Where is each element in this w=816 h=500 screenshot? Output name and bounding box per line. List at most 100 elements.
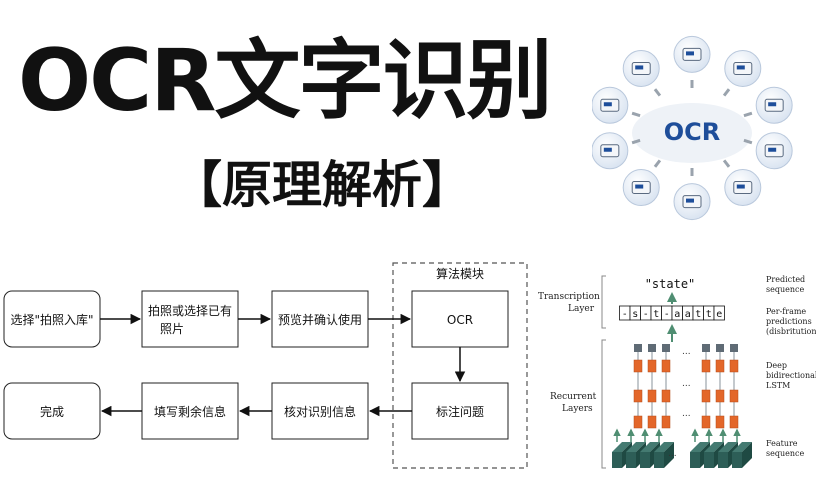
node-photo-label-2: 照片 [160,322,184,336]
node-done-label: 完成 [40,404,64,419]
fax-icon [592,132,629,170]
node-fill-box [141,382,239,440]
algorithm-module-label: 算法模块 [436,266,484,281]
lstm-cell [729,389,739,403]
document-scanner-icon [755,132,793,170]
sequence-char: - [622,309,628,320]
crnn-architecture-diagram: Transcription Layer Recurrent Layers "st… [538,275,816,469]
lstm-cell [633,415,643,429]
keyboard-icon [724,169,762,207]
page-subtitle: 【原理解析】 [172,156,472,214]
wheel-arrow [743,138,753,145]
annotation-lstm-3: LSTM [766,381,790,390]
node-preview-label: 预览并确认使用 [278,312,362,327]
sequence-char: t [653,309,659,320]
algorithm-module-frame [392,262,528,469]
node-annotate-label: 标注问题 [436,404,484,419]
lstm-cell [633,389,643,403]
node-fill-label: 填写剩余信息 [154,404,226,419]
display-icon [622,49,660,87]
lstm-ellipsis-top: ... [682,347,691,357]
transcription-layer-label-2: Layer [568,304,595,314]
lstm-cell [661,389,671,403]
scanner-icon [673,35,711,73]
node-ocr-label: OCR [447,313,473,327]
wheel-arrow [743,111,753,118]
node-annotate-box [411,382,509,440]
sequence-char: a [685,309,691,320]
feature-block [732,428,752,468]
annotation-feature-2: sequence [766,449,804,458]
lstm-column [647,344,657,429]
sequence-char: - [643,309,649,320]
feature-ellipsis: ... [668,449,677,459]
transcription-bracket [601,275,606,329]
node-verify-label: 核对识别信息 [284,404,356,419]
annotation-predicted-2: sequence [766,285,804,294]
receipt-printer-icon [592,86,629,124]
recurrent-layers-label-1: Recurrent [550,392,597,402]
page-title: OCR文字识别 [18,31,552,131]
lstm-cell [715,389,725,403]
recurrent-bracket [601,339,606,469]
lstm-cell [633,359,643,373]
transcription-layer-label-1: Transcription [538,292,600,302]
annotation-perframe-2: predictions [766,317,812,326]
sequence-char: a [674,309,680,320]
sequence-char: - [664,309,670,320]
wheel-arrow [722,88,731,97]
node-photo-box [141,290,239,348]
node-verify-box [271,382,369,440]
lstm-cell [715,415,725,429]
node-select-label: 选择"拍照入库" [10,312,93,327]
lstm-cell [661,415,671,429]
node-ocr-box [411,290,509,348]
sequence-char: s [632,309,638,320]
ocr-center-shadow [632,103,752,163]
lstm-cell [647,359,657,373]
annotation-feature-1: Feature [766,439,798,448]
annotation-lstm-1: Deep [766,361,787,370]
wheel-arrow [631,138,641,145]
lstm-column [661,344,671,429]
sequence-cell [713,305,725,321]
sequence-char: t [695,309,701,320]
node-photo-label: 拍照或选择已有 [148,303,232,318]
printer-icon [755,86,793,124]
lstm-column [715,344,725,429]
recurrent-layers-label-2: Layers [562,404,593,414]
lstm-cell [701,415,711,429]
lstm-cell [647,415,657,429]
lstm-cell [647,389,657,403]
node-done-box [3,382,101,440]
lstm-cell [661,359,671,373]
predicted-state-label: "state" [645,277,696,291]
lstm-column [729,344,739,429]
monitor-icon [673,183,711,221]
wheel-arrow [653,159,662,168]
lstm-cell [701,389,711,403]
lstm-cell [729,359,739,373]
camera-icon [724,49,762,87]
annotation-lstm-2: bidirectional [766,371,816,380]
lstm-cell [701,359,711,373]
sequence-char: e [716,309,722,320]
lstm-column [633,344,643,429]
wheel-arrow [722,159,731,168]
sequence-char: t [706,309,712,320]
annotation-predicted-1: Predicted [766,275,805,284]
lstm-ellipsis-bottom: ... [682,409,691,419]
ocr-wheel-illustration: OCR [592,35,793,221]
annotation-perframe-3: (disbritutions) [766,327,816,336]
lstm-column [701,344,711,429]
ocr-flowchart: 算法模块 选择"拍照入库" 拍照或选择已有 照片 预览并确认使用 OCR 标注问… [3,262,528,469]
wheel-arrow [653,88,662,97]
lstm-ellipsis-mid: ... [682,379,691,389]
feature-block [654,428,674,468]
wheel-arrow [631,111,641,118]
book-icon [622,169,660,207]
annotation-perframe-1: Per-frame [766,307,806,316]
ocr-center-label: OCR [664,118,721,146]
lstm-cell [729,415,739,429]
lstm-cell [715,359,725,373]
